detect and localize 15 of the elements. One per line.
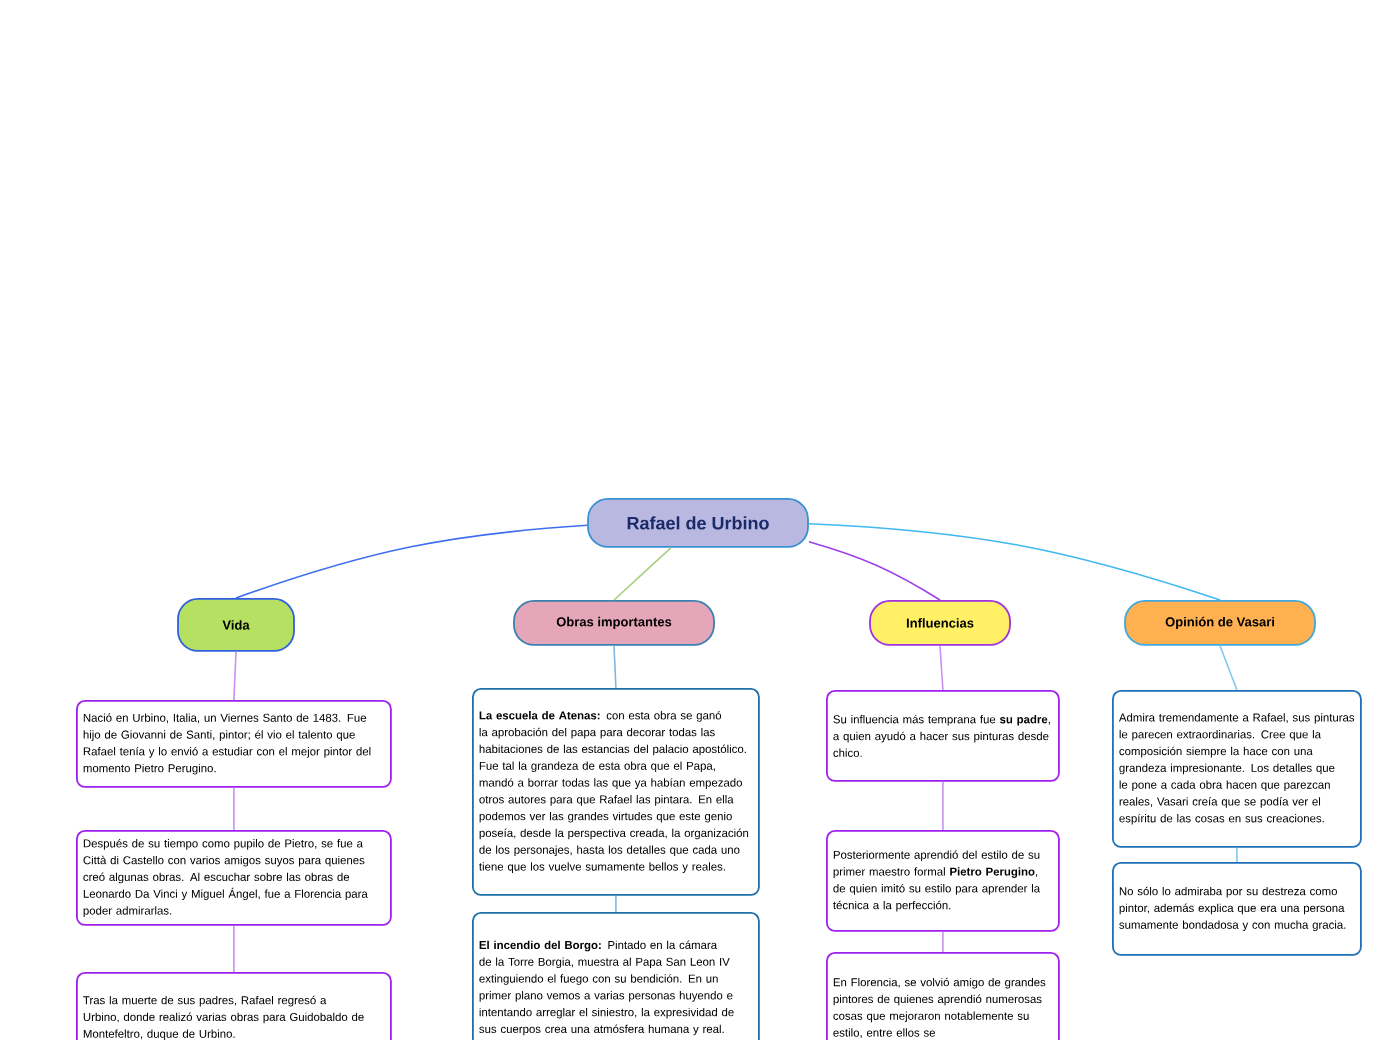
connector: [1219, 645, 1238, 691]
connector: [808, 541, 941, 601]
connector: [615, 895, 617, 913]
connector: [233, 787, 235, 831]
connector: [808, 522, 1221, 601]
connector: [942, 781, 944, 831]
connector: [613, 645, 617, 689]
connector: [942, 931, 944, 953]
connector: [233, 925, 235, 973]
connector: [613, 547, 672, 601]
title-box: Rafael de Urbino: [587, 498, 809, 548]
connector: [1236, 847, 1238, 863]
connector: [939, 645, 944, 691]
connector: [233, 651, 237, 701]
connector: [235, 524, 588, 599]
